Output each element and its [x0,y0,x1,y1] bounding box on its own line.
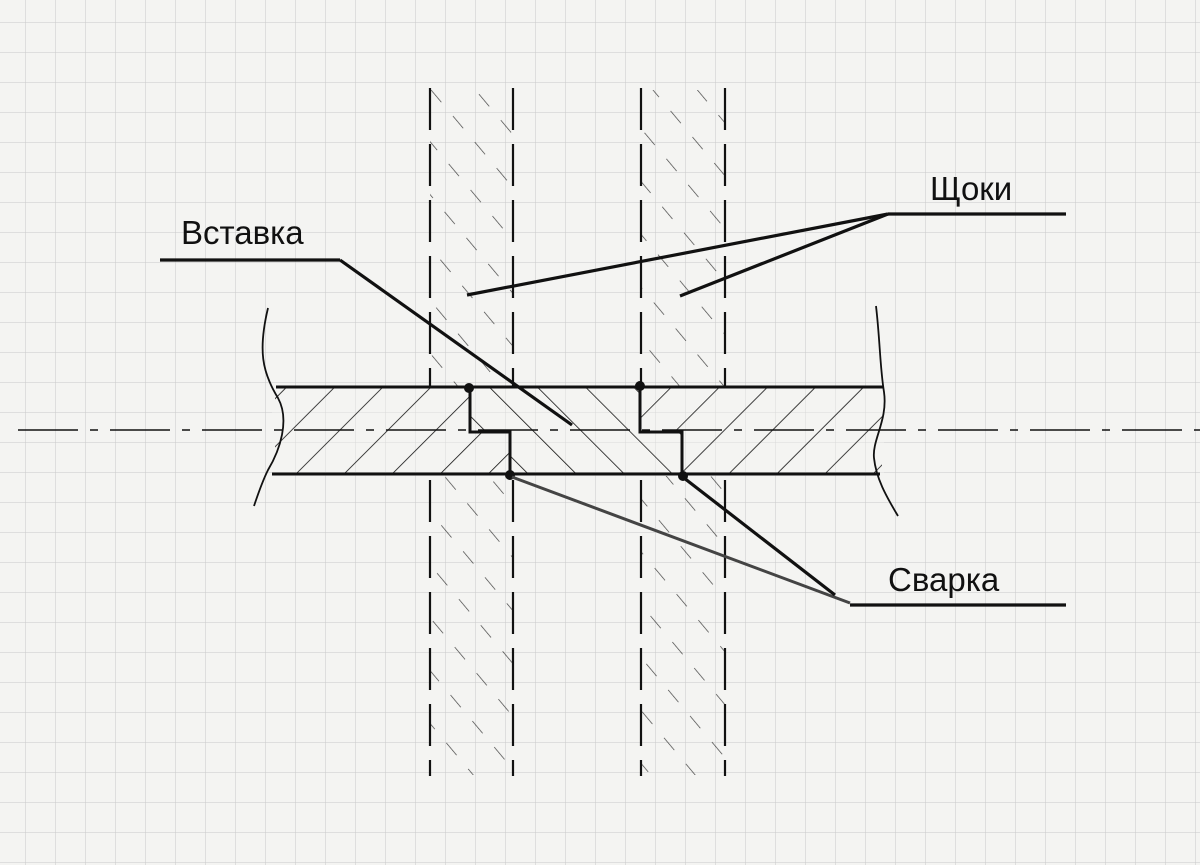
leader-cheeks [466,212,1066,298]
weld-point [464,383,474,393]
weld-point [635,381,645,391]
cheeks-label: Щоки [930,170,1013,207]
break-lines [253,305,899,517]
insert-label: Вставка [181,214,304,251]
bar-outline [272,385,884,476]
leader-insert [160,258,573,427]
weld-label: Сварка [888,561,1000,598]
insert-section [470,387,682,474]
leader-weld [511,475,1066,607]
